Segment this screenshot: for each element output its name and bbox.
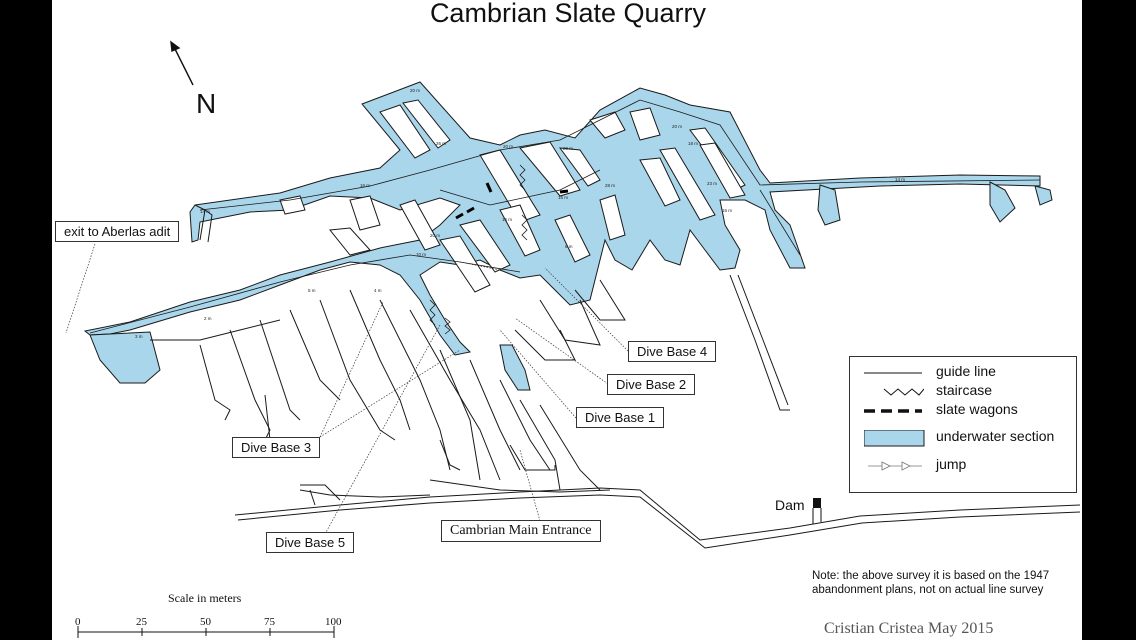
- label-exit-aberlas: exit to Aberlas adit: [55, 221, 180, 242]
- legend-label: staircase: [936, 382, 993, 398]
- depth-mark: 16 m: [502, 217, 512, 222]
- legend-label: jump: [936, 456, 967, 472]
- depth-mark: 6 m: [565, 244, 573, 249]
- scale-tick-label: 75: [264, 616, 275, 628]
- staircase-icon: [883, 388, 924, 396]
- legend: guide line staircase slate wagons underw…: [849, 356, 1077, 493]
- underwater-swatch-icon: [864, 430, 925, 447]
- label-dive-base-3: Dive Base 3: [232, 437, 321, 458]
- survey-note: Note: the above survey it is based on th…: [812, 569, 1092, 597]
- depth-mark: 5 m: [308, 288, 316, 293]
- slate-wagons: [455, 182, 569, 220]
- depth-mark: 16 m: [722, 208, 732, 213]
- legend-staircase: staircase: [850, 382, 1076, 402]
- depth-mark: 20 m: [430, 233, 440, 238]
- jump-icon: [868, 461, 922, 471]
- north-arrow-icon: [170, 40, 194, 86]
- depth-mark: 14 m: [895, 177, 905, 182]
- label-dive-base-2: Dive Base 2: [607, 374, 696, 395]
- depth-mark: 2 m: [204, 316, 212, 321]
- depth-mark: 14 m: [200, 209, 210, 214]
- depth-mark: 26 m: [436, 141, 446, 146]
- scale-tick-label: 100: [325, 616, 342, 628]
- legend-label: guide line: [936, 363, 996, 379]
- depth-mark: 10 m: [416, 252, 426, 257]
- dam-label: Dam: [775, 497, 805, 513]
- legend-guide-line: guide line: [850, 363, 1076, 383]
- scale-tick-label: 25: [136, 616, 147, 628]
- depth-mark: 15 m: [558, 195, 568, 200]
- legend-jump: jump: [850, 456, 1076, 476]
- scale-tick-label: 0: [75, 616, 81, 628]
- depth-marks: 20 m 26 m 20 m 20 m 20 m 16 m 15 m 28 m …: [135, 88, 905, 339]
- label-dive-base-5: Dive Base 5: [266, 532, 355, 553]
- slate-wagons-icon: [864, 409, 922, 413]
- depth-mark: 20 m: [563, 146, 573, 151]
- depth-mark: 20 m: [410, 88, 420, 93]
- label-dive-base-1: Dive Base 1: [576, 407, 665, 428]
- depth-mark: 18 m: [688, 141, 698, 146]
- note-line: Note: the above survey it is based on th…: [812, 570, 1050, 582]
- scale-title: Scale in meters: [168, 591, 242, 605]
- depth-mark: 4 m: [374, 288, 382, 293]
- north-label: N: [196, 88, 217, 119]
- depth-mark: 28 m: [605, 183, 615, 188]
- label-main-entrance: Cambrian Main Entrance: [441, 520, 601, 542]
- depth-mark: 16 m: [360, 183, 370, 188]
- depth-mark: 23 m: [707, 181, 717, 186]
- depth-mark: 20 m: [672, 124, 682, 129]
- guide-line-icon: [864, 372, 922, 374]
- legend-slate-wagons: slate wagons: [850, 401, 1076, 421]
- dry-workings: [150, 274, 1081, 549]
- map-title: Cambrian Slate Quarry: [429, 0, 707, 28]
- legend-underwater: underwater section: [850, 428, 1076, 448]
- staircase: [429, 164, 528, 335]
- scale-bar: [77, 626, 335, 638]
- label-dive-base-4: Dive Base 4: [628, 341, 717, 362]
- leader-lines: [65, 243, 629, 535]
- scale-tick-label: 50: [200, 616, 211, 628]
- depth-mark: 3 m: [135, 334, 143, 339]
- jump-lines: [459, 261, 501, 271]
- depth-mark: 20 m: [503, 144, 513, 149]
- author-credit: Cristian Cristea May 2015: [824, 620, 994, 637]
- legend-label: slate wagons: [936, 401, 1018, 417]
- note-line: abandonment plans, not on actual line su…: [812, 584, 1044, 596]
- dam-icon: [812, 498, 822, 524]
- legend-label: underwater section: [936, 428, 1055, 444]
- aberlas-adit: [194, 204, 213, 243]
